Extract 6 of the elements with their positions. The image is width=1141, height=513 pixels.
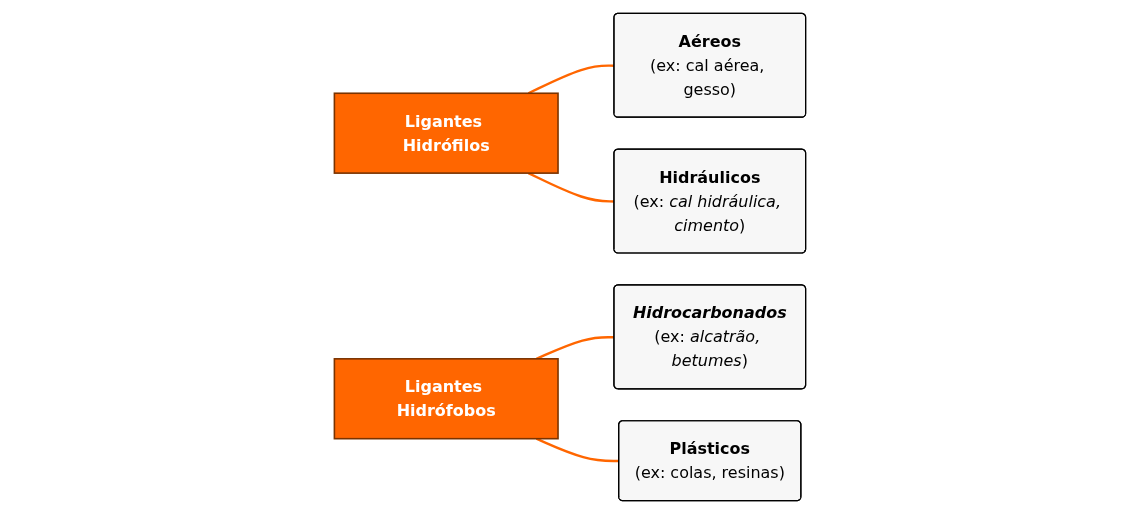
connector [528,63,615,94]
node-box: Ligantes Hidrófilos [334,91,560,174]
connector [536,335,615,360]
connector [536,437,620,462]
node-box: Ligantes Hidrófobos [334,357,560,439]
connector [528,171,615,203]
